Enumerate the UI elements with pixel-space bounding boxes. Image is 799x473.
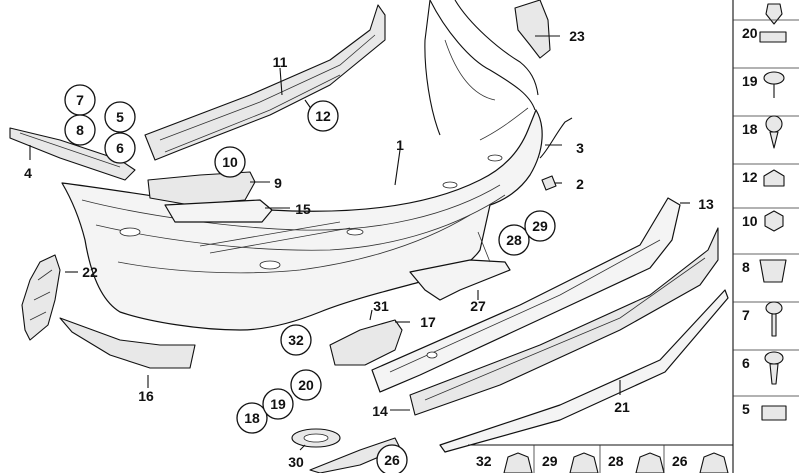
callout-label-2: 2 (576, 176, 584, 192)
sidebar-label-8: 8 (742, 259, 750, 275)
callout-label-30: 30 (288, 454, 304, 470)
sidebar-label-10: 10 (742, 213, 758, 229)
fastener-icon-20 (759, 31, 787, 43)
bottom-part-icon-32 (503, 452, 533, 473)
lower-panel-16 (59, 317, 196, 369)
callout-circle-18 (236, 402, 268, 434)
sidebar-label-5: 5 (742, 401, 750, 417)
callout-label-14: 14 (372, 403, 388, 419)
fastener-icon-18 (765, 115, 783, 149)
callout-label-17: 17 (420, 314, 436, 330)
sidebar-label-12: 12 (742, 169, 758, 185)
body-trunk-outline (424, 0, 539, 136)
callout-label-20: 20 (298, 377, 314, 393)
strip-21 (439, 289, 729, 453)
callout-label-18: 18 (244, 410, 260, 426)
callout-label-31: 31 (373, 298, 389, 314)
side-bracket-22 (21, 254, 61, 341)
callout-circle-10 (214, 146, 246, 178)
mounting-plate-27 (409, 231, 511, 301)
fastener-sidebar: 20 19 18 12 10 8 7 6 5 (732, 0, 799, 473)
bottom-label-32: 32 (476, 453, 492, 469)
left-guide-strip (9, 127, 136, 181)
callout-label-15: 15 (295, 201, 311, 217)
callout-label-19: 19 (270, 396, 286, 412)
callout-label-9: 9 (274, 175, 282, 191)
leader-lines (29, 35, 690, 451)
bottom-part-icon-29 (569, 452, 599, 473)
callout-label-22: 22 (82, 264, 98, 280)
sidebar-label-6: 6 (742, 355, 750, 371)
callout-label-4: 4 (24, 165, 32, 181)
callout-circle-6 (104, 132, 136, 164)
callout-label-3: 3 (576, 140, 584, 156)
callout-label-11: 11 (273, 54, 288, 70)
reinforcement-13 (371, 197, 681, 393)
callout-label-27: 27 (470, 298, 486, 314)
sidebar-label-20: 20 (742, 25, 758, 41)
fastener-icon-5 (761, 405, 787, 421)
callout-label-5: 5 (116, 109, 124, 125)
bottom-label-28: 28 (608, 453, 624, 469)
callout-label-13: 13 (698, 196, 714, 212)
callout-label-32: 32 (288, 332, 304, 348)
fastener-icon-12 (763, 169, 785, 187)
fastener-icon-19 (763, 71, 785, 98)
upper-carrier-rail (144, 4, 386, 161)
sidebar-label-19: 19 (742, 73, 758, 89)
callout-label-26: 26 (384, 452, 400, 468)
fastener-icon-10 (764, 210, 784, 232)
callout-label-1: 1 (396, 137, 404, 153)
gasket-30 (291, 428, 341, 448)
callout-label-16: 16 (138, 388, 154, 404)
callout-label-29: 29 (532, 218, 548, 234)
push-rivet-icon (765, 3, 783, 25)
bottom-parts-strip: 32 29 28 26 (468, 444, 733, 473)
bracket-9 (147, 171, 256, 206)
callout-label-7: 7 (76, 92, 84, 108)
callout-circle-32 (280, 324, 312, 356)
callout-label-21: 21 (614, 399, 630, 415)
callout-circle-12 (307, 100, 339, 132)
part-2-clip (541, 175, 557, 191)
callout-circle-8 (64, 114, 96, 146)
callout-circle-20 (290, 369, 322, 401)
bracket-23 (514, 0, 551, 59)
fastener-icon-7 (765, 301, 783, 337)
callout-label-28: 28 (506, 232, 522, 248)
callout-label-12: 12 (315, 108, 331, 124)
callout-label-10: 10 (222, 154, 238, 170)
reinforcement-14 (409, 227, 719, 416)
bottom-label-29: 29 (542, 453, 558, 469)
sidebar-label-18: 18 (742, 121, 758, 137)
bottom-label-26: 26 (672, 453, 688, 469)
fastener-icon-6 (764, 351, 784, 385)
bottom-part-icon-28 (635, 452, 665, 473)
callout-circle-26 (376, 444, 408, 473)
callout-labels: 1234567891011121314151617181920212223262… (24, 28, 714, 473)
sidebar-label-7: 7 (742, 307, 750, 323)
bottom-part-icon-26 (699, 452, 729, 473)
part-3-wire (539, 117, 573, 159)
callout-circle-29 (524, 210, 556, 242)
callout-circle-19 (262, 388, 294, 420)
callout-label-6: 6 (116, 140, 124, 156)
callout-label-23: 23 (569, 28, 585, 44)
callout-circle-5 (104, 101, 136, 133)
bracket-17 (329, 319, 403, 366)
strip-15 (164, 199, 273, 223)
callout-circle-28 (498, 224, 530, 256)
callout-label-8: 8 (76, 122, 84, 138)
fastener-icon-8 (759, 259, 787, 283)
